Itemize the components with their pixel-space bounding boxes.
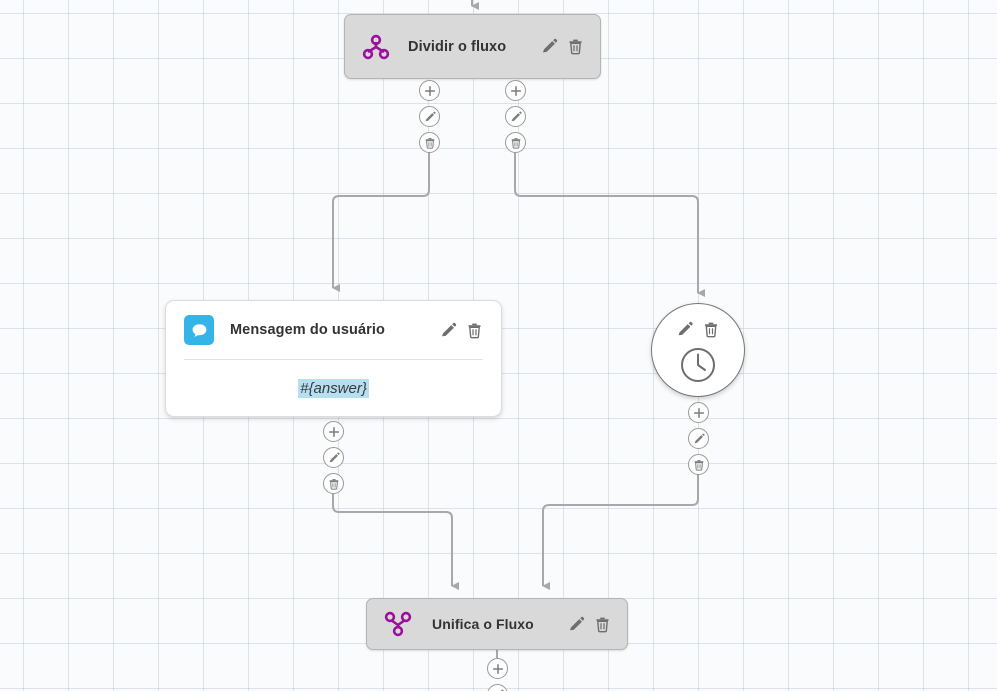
split-flow-icon	[361, 32, 391, 62]
node-body: #{answer}	[166, 360, 501, 416]
edit-icon[interactable]	[541, 38, 558, 55]
edit-icon[interactable]	[419, 106, 440, 127]
delete-icon[interactable]	[505, 132, 526, 153]
edit-icon[interactable]	[323, 447, 344, 468]
clock-icon	[679, 346, 717, 384]
message-variable: #{answer}	[298, 378, 369, 398]
node-title: Mensagem do usuário	[230, 322, 385, 338]
edge-split-to-message	[332, 152, 430, 292]
delete-icon[interactable]	[567, 38, 584, 55]
add-icon[interactable]	[419, 80, 440, 101]
node-title: Unifica o Fluxo	[432, 616, 534, 632]
node-merge-flow[interactable]: Unifica o Fluxo	[366, 598, 628, 650]
edit-icon[interactable]	[677, 321, 694, 338]
node-title: Dividir o fluxo	[408, 38, 507, 55]
add-icon[interactable]	[487, 658, 508, 679]
merge-flow-icon	[383, 609, 413, 639]
delete-icon[interactable]	[466, 322, 483, 339]
add-icon[interactable]	[505, 80, 526, 101]
edge-message-to-merge	[332, 493, 459, 590]
delete-icon[interactable]	[323, 473, 344, 494]
add-icon[interactable]	[688, 402, 709, 423]
node-user-message[interactable]: Mensagem do usuário	[165, 300, 502, 417]
add-icon[interactable]	[323, 421, 344, 442]
edge-timer-to-merge	[542, 474, 699, 590]
edit-icon[interactable]	[568, 616, 585, 633]
speech-bubble-icon	[184, 315, 214, 345]
node-split-flow[interactable]: Dividir o fluxo	[344, 14, 601, 79]
node-timer[interactable]	[651, 303, 745, 397]
edge-split-to-timer	[514, 152, 705, 297]
edit-icon[interactable]	[487, 684, 508, 691]
delete-icon[interactable]	[594, 616, 611, 633]
edit-icon[interactable]	[440, 322, 457, 339]
divider	[184, 359, 483, 360]
edit-icon[interactable]	[688, 428, 709, 449]
node-actions	[568, 616, 611, 633]
delete-icon[interactable]	[688, 454, 709, 475]
node-actions	[677, 321, 720, 338]
delete-icon[interactable]	[419, 132, 440, 153]
node-actions	[541, 38, 584, 55]
node-actions	[440, 322, 483, 339]
edit-icon[interactable]	[505, 106, 526, 127]
delete-icon[interactable]	[703, 321, 720, 338]
node-header: Mensagem do usuário	[166, 301, 501, 359]
